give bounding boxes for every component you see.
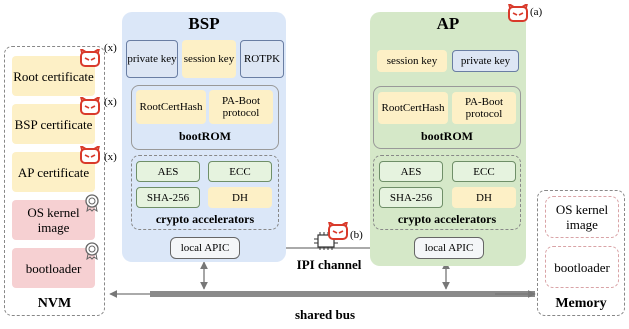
ap-bootrom-label: bootROM	[421, 129, 473, 143]
signature-seal-icon	[85, 194, 99, 212]
ap-pa-boot-label: PA-Boot protocol	[464, 96, 504, 120]
bsp-bootrom-label: bootROM	[179, 129, 231, 143]
bsp-session-key-label: session key	[183, 53, 235, 65]
ap-title: AP	[436, 14, 460, 33]
bsp-rotpk: ROTPK	[240, 40, 284, 78]
nvm-os-kernel-label: OS kernel image	[27, 205, 80, 235]
nvm-tag-x-1: (x)	[104, 42, 117, 54]
ap-local-apic: local APIC	[414, 237, 484, 259]
nvm-ap-cert-label: AP certificate	[17, 164, 90, 180]
ap-local-apic-label: local APIC	[424, 242, 474, 254]
bsp-bootrom-box	[131, 85, 279, 150]
bsp-ecc-label: ECC	[229, 165, 251, 178]
bsp-private-key-label: private key	[127, 53, 177, 65]
bsp-rootcerthash: RootCertHash	[136, 90, 206, 124]
bsp-rotpk-label: ROTPK	[243, 53, 281, 65]
signature-seal-icon	[85, 242, 99, 260]
ap-crypto-box	[373, 155, 521, 230]
bsp-local-apic-label: local APIC	[180, 242, 230, 254]
bsp-dh-label: DH	[232, 191, 248, 204]
memory-os-kernel-label: OS kernel image	[555, 202, 609, 232]
bsp-crypto-box	[131, 155, 279, 230]
memory-label: Memory	[555, 296, 607, 311]
ap-sha-256: SHA-256	[379, 187, 443, 208]
ap-ecc-label: ECC	[473, 165, 495, 178]
memory-bootloader: bootloader	[545, 246, 619, 288]
ap-session-key: session key	[377, 50, 447, 72]
ap-sha-label: SHA-256	[389, 191, 433, 204]
ap-rootcerthash-label: RootCertHash	[381, 102, 445, 114]
ap-aes-label: AES	[400, 165, 422, 178]
ap-aes: AES	[379, 161, 443, 182]
nvm-bootloader-label: bootloader	[25, 260, 82, 276]
bsp-aes: AES	[136, 161, 200, 182]
ap-dh: DH	[452, 187, 516, 208]
bsp-local-apic: local APIC	[170, 237, 240, 259]
nvm-os-kernel-image: OS kernel image	[12, 200, 95, 240]
ap-private-key-label: private key	[460, 55, 511, 67]
bsp-pa-boot-protocol: PA-Boot protocol	[209, 90, 273, 124]
bsp-private-key: private key	[126, 40, 178, 78]
nvm-bootloader: bootloader	[12, 248, 95, 288]
bsp-sha-label: SHA-256	[146, 191, 190, 204]
ap-attack-tag: (a)	[530, 6, 543, 18]
shared-bus-bar	[150, 291, 535, 297]
bsp-pa-boot-label: PA-Boot protocol	[221, 95, 261, 119]
nvm-tag-x-2: (x)	[104, 96, 117, 108]
bsp-crypto-label: crypto accelerators	[155, 212, 255, 226]
shared-bus-label: shared bus	[294, 307, 356, 322]
nvm-root-cert-label: Root certificate	[13, 68, 94, 84]
bsp-sha-256: SHA-256	[136, 187, 200, 208]
nvm-label: NVM	[37, 296, 72, 311]
attacker-devil-icon	[508, 4, 528, 22]
attacker-devil-icon	[328, 222, 348, 240]
nvm-bsp-cert-label: BSP certificate	[14, 116, 93, 132]
attacker-devil-icon	[80, 97, 100, 115]
bsp-ecc: ECC	[208, 161, 272, 182]
bsp-dh: DH	[208, 187, 272, 208]
ap-bootrom-box	[373, 86, 521, 149]
memory-os-kernel-image: OS kernel image	[545, 196, 619, 238]
ipi-tag: (b)	[350, 229, 363, 241]
ap-rootcerthash: RootCertHash	[378, 92, 448, 124]
ap-pa-boot-protocol: PA-Boot protocol	[452, 92, 516, 124]
bsp-aes-label: AES	[157, 165, 179, 178]
ap-private-key: private key	[452, 50, 519, 72]
ap-dh-label: DH	[476, 191, 492, 204]
ipi-channel-label: IPI channel	[296, 257, 362, 272]
bsp-session-key: session key	[182, 40, 236, 78]
ap-session-key-label: session key	[386, 55, 438, 67]
attacker-devil-icon	[80, 146, 100, 164]
memory-bootloader-label: bootloader	[554, 259, 610, 275]
bsp-rootcerthash-label: RootCertHash	[139, 101, 203, 113]
attacker-devil-icon	[80, 49, 100, 67]
bsp-title: BSP	[188, 14, 220, 33]
nvm-tag-x-3: (x)	[104, 151, 117, 163]
ap-ecc: ECC	[452, 161, 516, 182]
ap-crypto-label: crypto accelerators	[397, 212, 497, 226]
